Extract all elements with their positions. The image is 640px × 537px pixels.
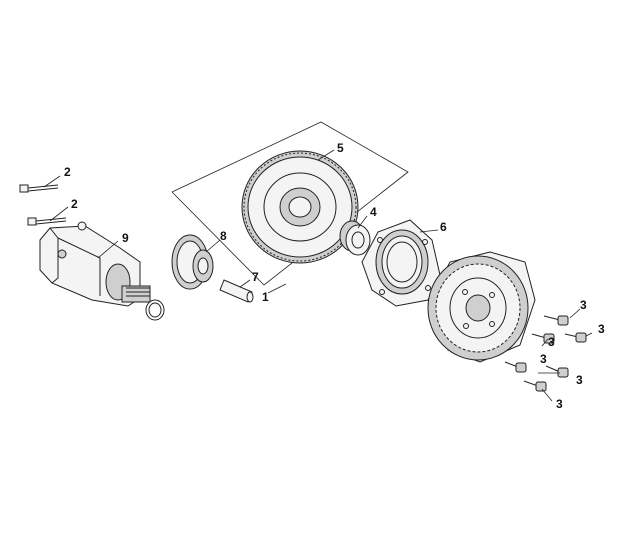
callout-part-6: 6 [440, 220, 447, 234]
group-frame-part-1 [171, 121, 409, 286]
flywheel-rotor [427, 251, 536, 363]
callout-part-3-a: 3 [580, 298, 587, 312]
leader-lines [43, 149, 593, 402]
idler-gear-small [171, 234, 214, 290]
bolt-top [19, 184, 59, 193]
bolt-lower [27, 217, 67, 226]
socket-bolt-5 [545, 365, 569, 378]
starter-driven-gear [241, 150, 359, 264]
callout-part-3-c: 3 [548, 335, 555, 349]
callout-part-3-d: 3 [540, 352, 547, 366]
starter-motor [39, 221, 151, 307]
socket-bolt-4 [504, 361, 527, 373]
callout-part-7: 7 [252, 270, 259, 284]
o-ring [145, 299, 165, 321]
callout-part-2-top: 2 [64, 165, 71, 179]
needle-bearing [339, 220, 371, 256]
socket-bolt-2 [564, 332, 587, 343]
idler-shaft [219, 279, 254, 303]
callout-part-9: 9 [122, 231, 129, 245]
socket-bolt-6 [523, 380, 547, 392]
one-way-clutch [361, 219, 441, 307]
callout-part-4: 4 [370, 205, 377, 219]
socket-bolt-1 [543, 315, 569, 326]
callout-part-1: 1 [262, 290, 269, 304]
callout-part-3-e: 3 [576, 373, 583, 387]
callout-part-5: 5 [337, 141, 344, 155]
callout-part-2-lower: 2 [71, 197, 78, 211]
callout-part-3-f: 3 [556, 397, 563, 411]
callout-part-3-b: 3 [598, 322, 605, 336]
callout-part-8: 8 [220, 229, 227, 243]
